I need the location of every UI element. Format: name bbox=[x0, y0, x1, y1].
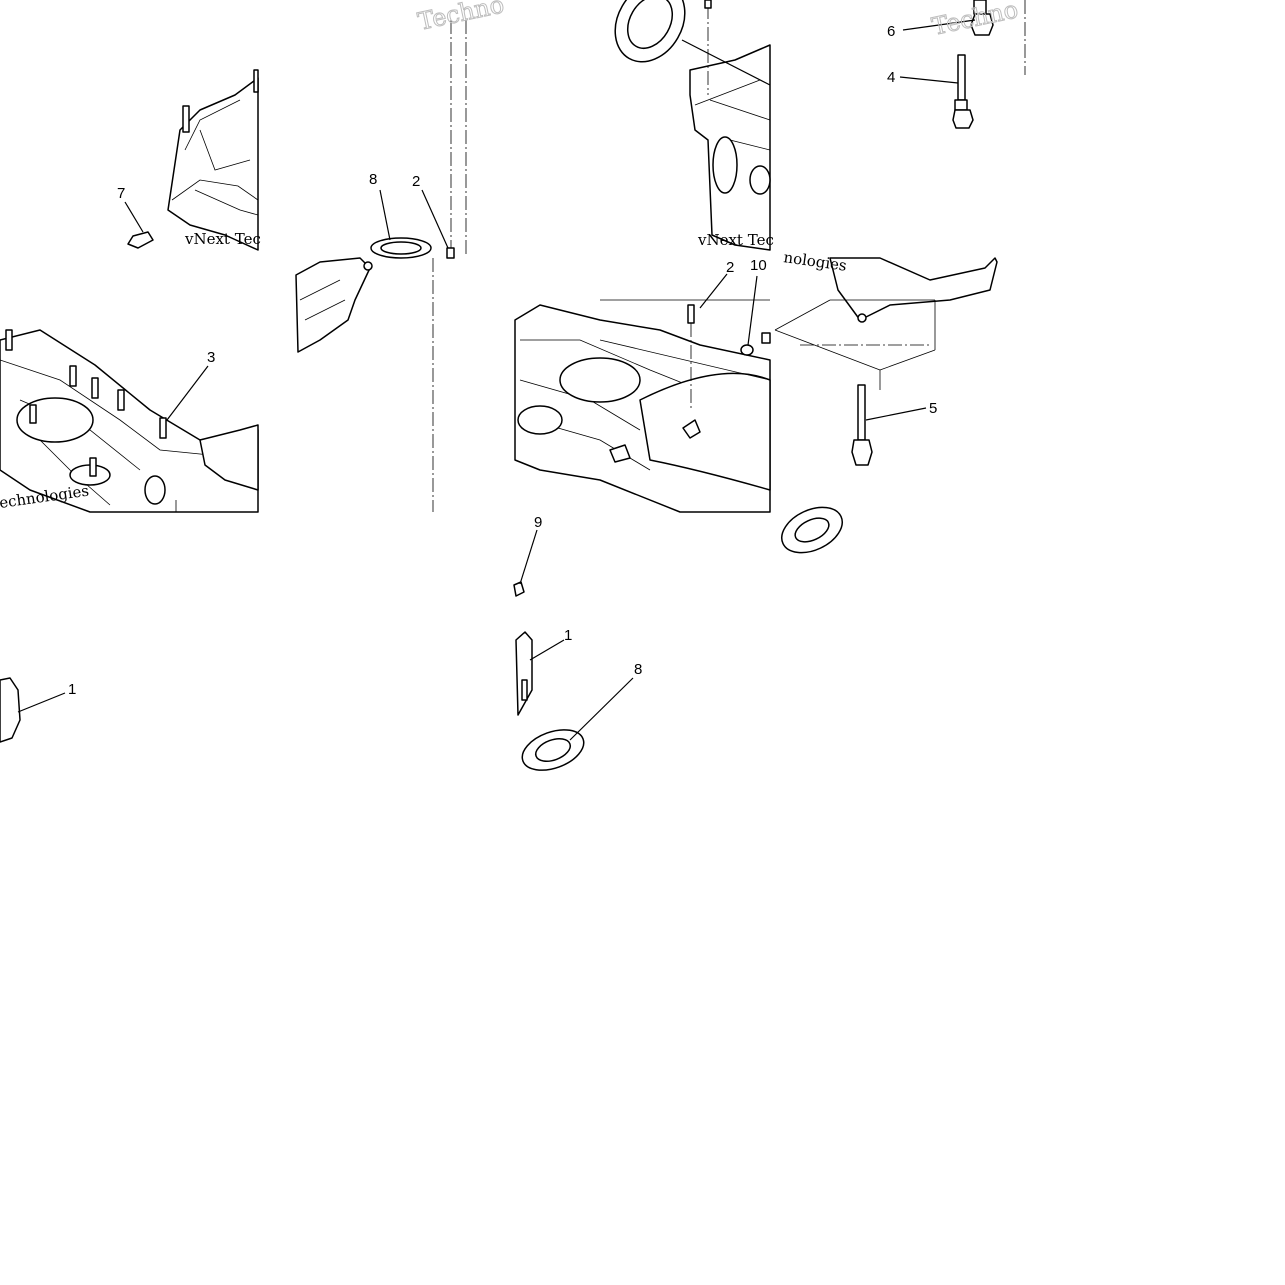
seal-and-pin-group bbox=[370, 20, 467, 512]
callout-8b: 8 bbox=[634, 661, 642, 678]
callout-10: 10 bbox=[750, 257, 767, 274]
watermark-2: vNext Tec bbox=[697, 231, 774, 249]
watermark-3: nologies bbox=[782, 248, 847, 275]
callout-3: 3 bbox=[207, 349, 215, 366]
callout-4: 4 bbox=[887, 69, 895, 86]
callout-9: 9 bbox=[534, 514, 542, 531]
callout-labels: 1 1 2 2 3 4 5 6 7 8 8 9 10 bbox=[68, 23, 937, 698]
crankcase-upper-half bbox=[0, 329, 259, 513]
callout-7: 7 bbox=[117, 185, 125, 202]
crankcase-lower-half bbox=[514, 273, 771, 513]
crankcase-rear-fragment bbox=[124, 69, 259, 251]
watermark-1: vNext Tec bbox=[184, 230, 261, 248]
bracket-1-left bbox=[0, 677, 66, 743]
callout-1a: 1 bbox=[68, 681, 76, 698]
bolt-group-top bbox=[899, 0, 1026, 129]
cover-fragment-left bbox=[295, 257, 373, 353]
housing-and-bolt-5 bbox=[774, 257, 998, 466]
callout-1b: 1 bbox=[564, 627, 572, 644]
upper-housing-fragment bbox=[614, 0, 771, 251]
seal-right bbox=[781, 506, 843, 554]
callout-8a: 8 bbox=[369, 171, 377, 188]
callout-2b: 2 bbox=[726, 259, 734, 276]
callout-6: 6 bbox=[887, 23, 895, 40]
watermark-5: Techno bbox=[415, 0, 506, 36]
callout-5: 5 bbox=[929, 400, 937, 417]
callout-2a: 2 bbox=[412, 173, 420, 190]
bracket-1-and-seal-8 bbox=[513, 529, 634, 771]
